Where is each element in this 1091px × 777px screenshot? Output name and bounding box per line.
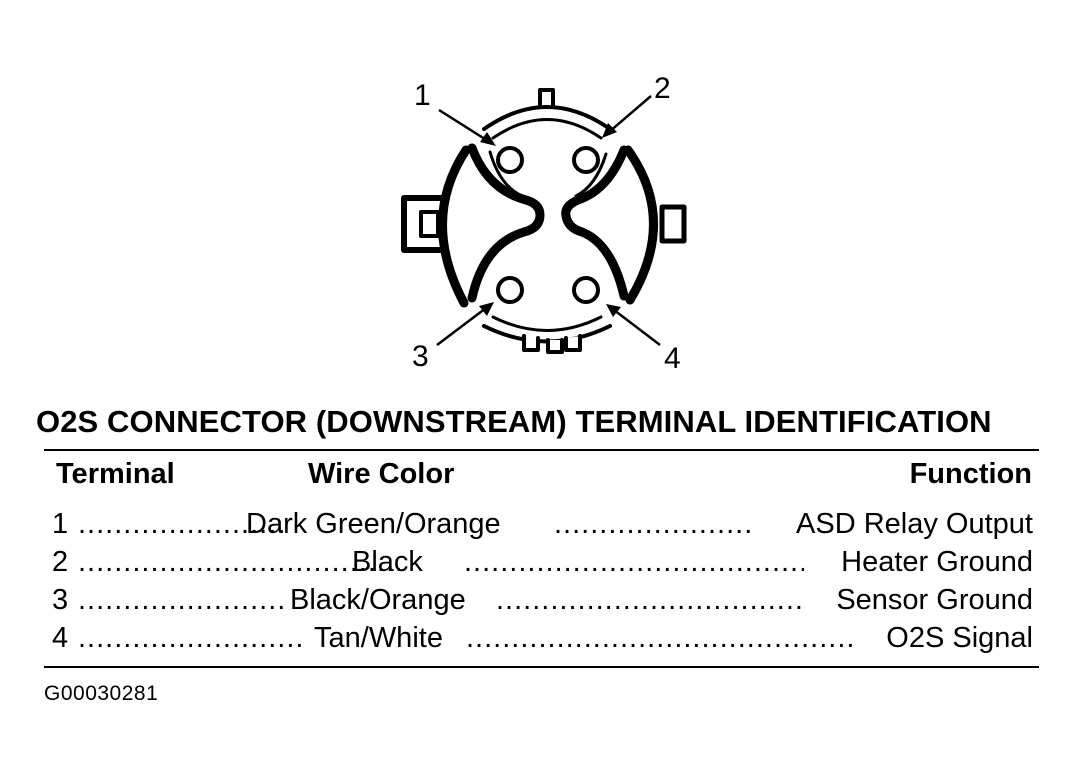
table-row: 4 ......................................…: [52, 619, 1033, 657]
column-header-wire-color: Wire Color: [308, 458, 455, 490]
connector-diagram: 1 2 3 4: [401, 72, 687, 375]
wire-color: Black: [352, 546, 423, 578]
terminal-function: Heater Ground: [841, 546, 1033, 578]
page-title: O2S CONNECTOR (DOWNSTREAM) TERMINAL IDEN…: [36, 404, 992, 439]
wire-color: Dark Green/Orange: [246, 508, 501, 540]
leader-dots: ........................................…: [464, 546, 804, 578]
terminal-number: 4: [52, 622, 69, 654]
leader-dots: ........................................…: [78, 546, 400, 578]
pin-hole-1: [496, 146, 524, 174]
pin-label-3: 3: [412, 340, 429, 373]
leader-dots: ........................................…: [78, 584, 288, 616]
leader-dots: ........................................…: [78, 622, 304, 654]
terminal-function: Sensor Ground: [836, 584, 1033, 616]
connector-body: [401, 88, 687, 354]
terminal-number: 3: [52, 584, 69, 616]
table-row: 3 ......................................…: [52, 581, 1033, 619]
pin-label-1: 1: [414, 79, 431, 112]
leader-dots: ........................................…: [78, 508, 288, 540]
leader-dots: ........................................…: [496, 584, 802, 616]
wire-color: Black/Orange: [290, 584, 466, 616]
table-row: 2 ......................................…: [52, 543, 1033, 581]
divider-top: [44, 449, 1039, 451]
pin-hole-4: [572, 276, 600, 304]
terminal-number: 2: [52, 546, 69, 578]
terminal-number: 1: [52, 508, 69, 540]
figure-id: G00030281: [44, 682, 159, 705]
pin-hole-2: [572, 146, 600, 174]
table-row: 1 ......................................…: [52, 505, 1033, 543]
leader-dots: ........................................…: [466, 622, 856, 654]
wire-color: Tan/White: [314, 622, 443, 654]
terminal-function: O2S Signal: [886, 622, 1033, 654]
column-header-terminal: Terminal: [56, 458, 175, 490]
terminal-function: ASD Relay Output: [796, 508, 1033, 540]
pin-hole-3: [496, 276, 524, 304]
pin-label-4: 4: [664, 342, 681, 375]
leader-arrows: [436, 95, 661, 346]
divider-bottom: [44, 666, 1039, 668]
pin-label-2: 2: [654, 72, 671, 105]
leader-dots: ........................................…: [554, 508, 754, 540]
column-header-function: Function: [909, 458, 1032, 490]
